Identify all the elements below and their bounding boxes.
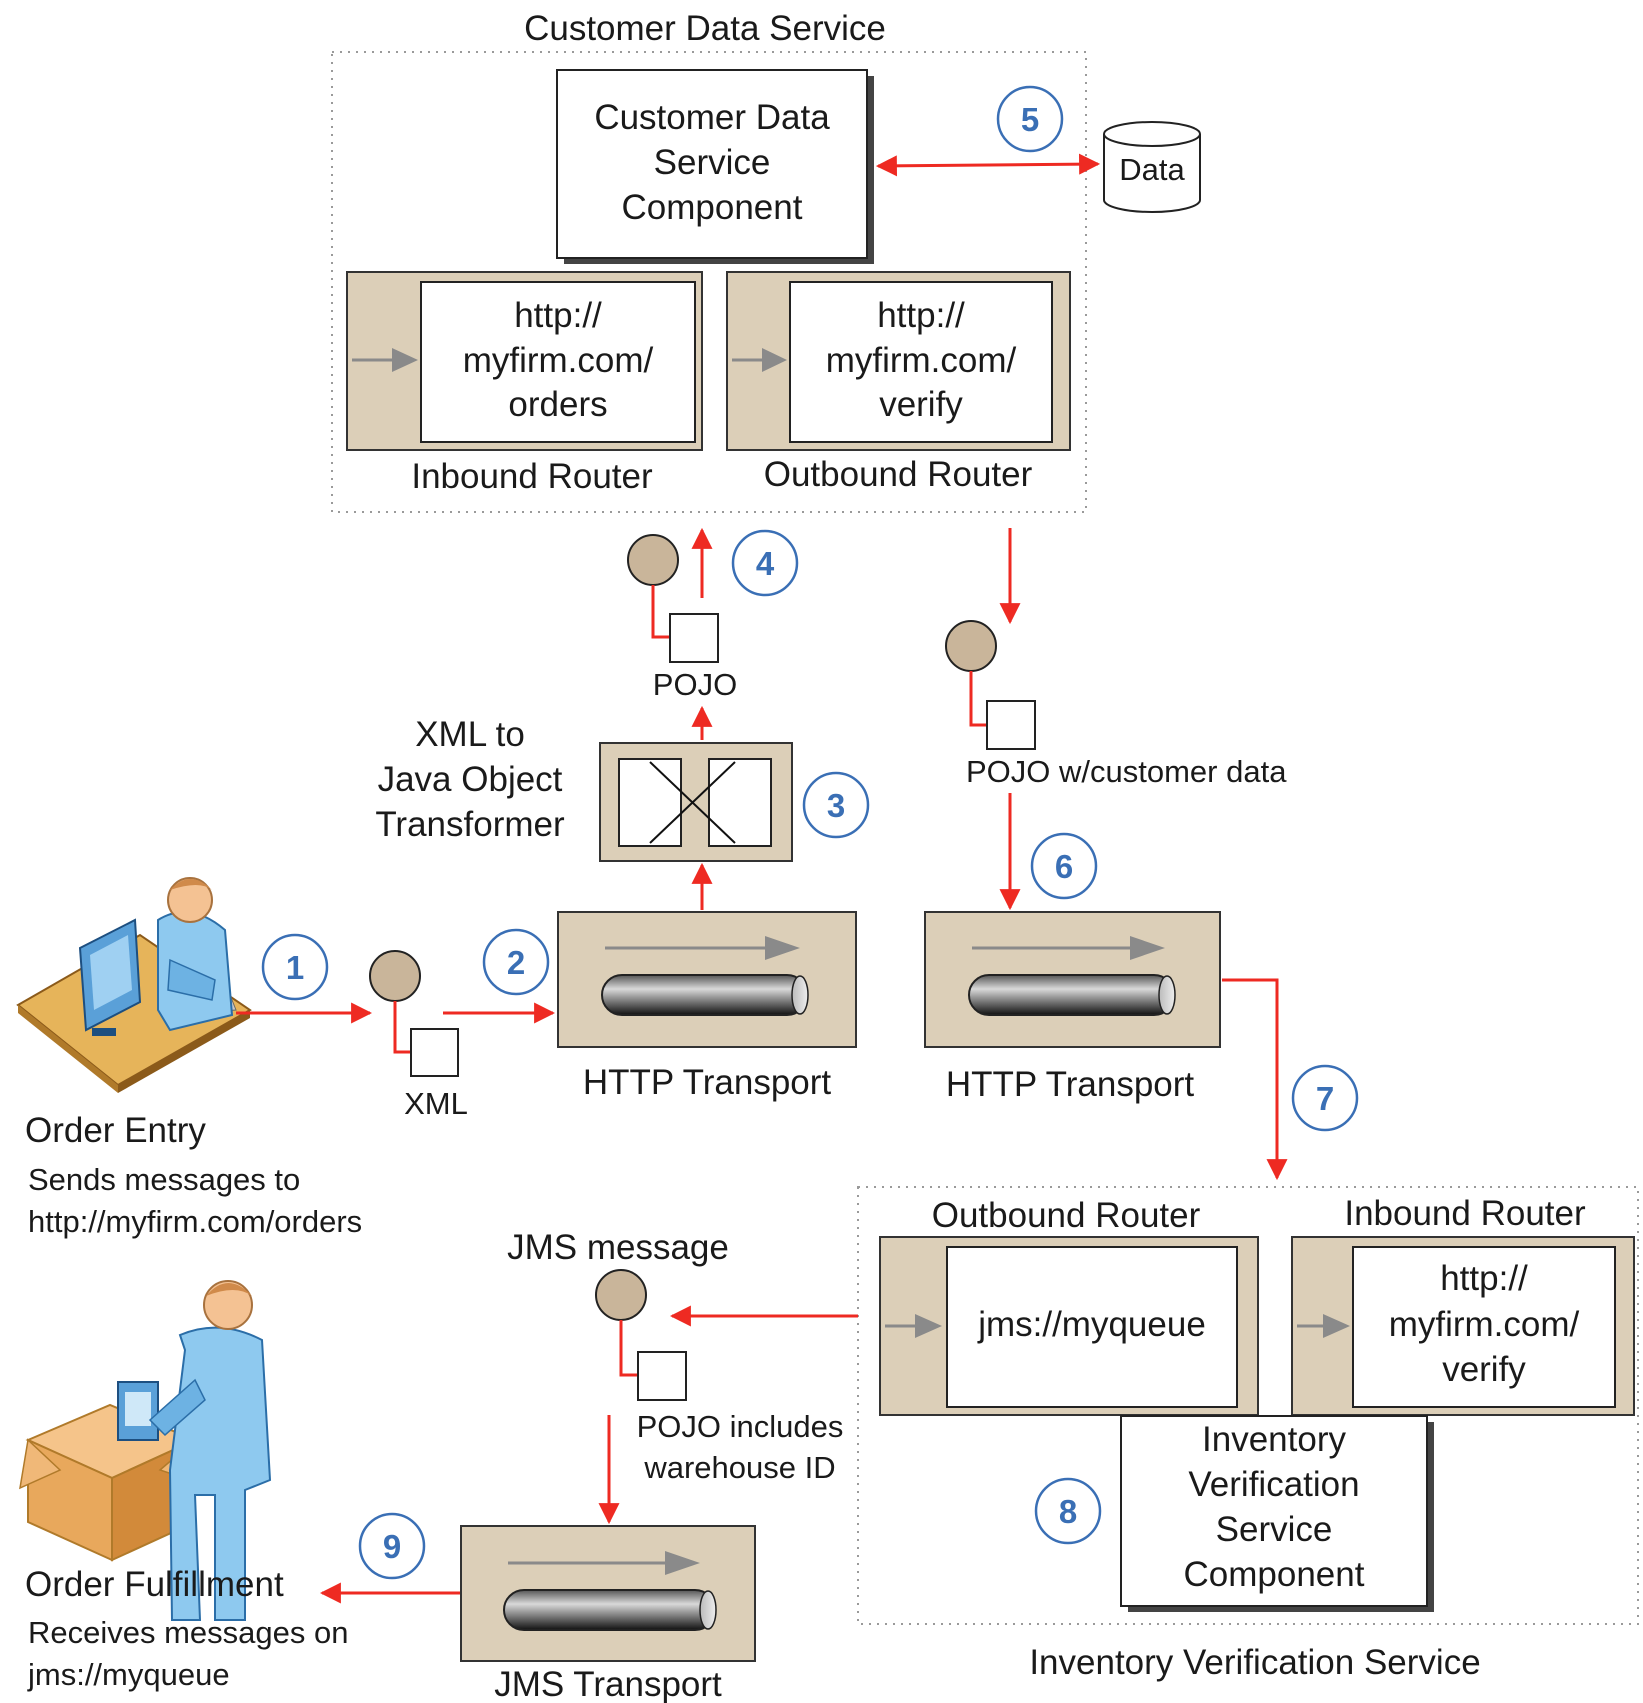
- customer-inbound-url-box: [420, 281, 696, 443]
- inventory-component-line4: Component: [1184, 1555, 1365, 1594]
- customer-outbound-url-line2: myfirm.com/: [826, 341, 1017, 380]
- inventory-inbound-url-line2: myfirm.com/: [1389, 1305, 1580, 1344]
- inventory-inbound-router-label: Inbound Router: [1344, 1194, 1586, 1233]
- datastore-label: Data: [1119, 152, 1185, 187]
- inventory-service-title: Inventory Verification Service: [1029, 1643, 1480, 1682]
- flow-arrow-7: [1222, 978, 1288, 1181]
- inventory-inbound-url-line1: http://: [1440, 1259, 1528, 1298]
- step-badge-1-number: 1: [286, 949, 304, 986]
- transformer-label-line1: XML to: [415, 715, 525, 754]
- step-badge-9-number: 9: [383, 1528, 401, 1565]
- step-badge-8: 8: [1034, 1477, 1102, 1545]
- step-badge-5: 5: [996, 85, 1064, 153]
- inventory-component-line3: Service: [1216, 1510, 1333, 1549]
- transformer-label-line2: Java Object: [378, 760, 563, 799]
- order-fulfillment-person-icon: [19, 1280, 272, 1621]
- jms-message-label: JMS message: [507, 1228, 729, 1267]
- order-fulfillment-desc-line2: jms://myqueue: [27, 1657, 230, 1692]
- customer-outbound-gray-arrowhead: [762, 348, 787, 372]
- jms-message-icon: [595, 1269, 687, 1401]
- step-badge-2-number: 2: [507, 944, 525, 981]
- order-entry-desc-line2: http://myfirm.com/orders: [28, 1204, 362, 1239]
- customer-inbound-url-line3: orders: [508, 385, 607, 424]
- step-badge-8-number: 8: [1059, 1493, 1077, 1530]
- step-badge-3: 3: [802, 771, 870, 839]
- customer-service-boundary: [331, 51, 1087, 513]
- component-datastore-arrow: [875, 153, 1101, 177]
- step-badge-7: 7: [1291, 1064, 1359, 1132]
- http-transport-2: [924, 911, 1221, 1048]
- customer-inbound-gray-arrowhead: [392, 348, 418, 372]
- datastore-icon: Data: [1103, 121, 1201, 213]
- xml-message-icon: [369, 950, 459, 1077]
- step-badge-9: 9: [358, 1512, 426, 1580]
- order-fulfillment-title: Order Fulfillment: [25, 1565, 284, 1604]
- customer-component-box: [556, 69, 868, 259]
- customer-inbound-router-label: Inbound Router: [411, 457, 653, 496]
- step-badge-7-number: 7: [1316, 1080, 1334, 1117]
- jms-transport-label: JMS Transport: [494, 1665, 722, 1703]
- transformer-label-line3: Transformer: [375, 805, 565, 844]
- customer-outbound-url-line1: http://: [877, 296, 965, 335]
- customer-component-line1: Customer Data: [594, 98, 830, 137]
- inventory-verification-service-group: Outbound Router jms://myqueue Inbound Ro…: [857, 1186, 1639, 1625]
- pojo-message-label: POJO: [653, 667, 737, 702]
- step-badge-1: 1: [261, 933, 329, 1001]
- step-badge-5-number: 5: [1021, 101, 1039, 138]
- http-transport-1-label: HTTP Transport: [583, 1063, 832, 1102]
- step-badge-2: 2: [482, 928, 550, 996]
- step-badge-4: 4: [731, 529, 799, 597]
- inventory-inbound-gray-arrowhead: [1323, 1314, 1350, 1338]
- inventory-outbound-gray-arrowhead: [915, 1314, 942, 1338]
- pojo-customer-label: POJO w/customer data: [966, 754, 1287, 789]
- step-badge-6-number: 6: [1055, 848, 1073, 885]
- jms-transport: [460, 1525, 756, 1662]
- step-badge-4-number: 4: [756, 545, 775, 582]
- customer-outbound-router-label: Outbound Router: [764, 455, 1033, 494]
- pojo-warehouse-label-line2: warehouse ID: [643, 1450, 835, 1485]
- inventory-outbound-router-label: Outbound Router: [932, 1196, 1201, 1235]
- order-entry-person-icon: [16, 877, 252, 1093]
- inventory-outbound-url-box: [946, 1246, 1238, 1408]
- http-transport-1: [557, 911, 857, 1048]
- inventory-component-line2: Verification: [1188, 1465, 1359, 1504]
- customer-component-line3: Component: [622, 188, 803, 227]
- customer-data-service-group: Customer Data Service Customer Data Serv…: [331, 9, 1087, 513]
- customer-inbound-url-line2: myfirm.com/: [463, 341, 654, 380]
- http-transport-2-label: HTTP Transport: [946, 1065, 1195, 1104]
- customer-service-title: Customer Data Service: [524, 9, 886, 48]
- inventory-component-line1: Inventory: [1202, 1420, 1346, 1459]
- order-entry-desc-line1: Sends messages to: [28, 1162, 300, 1197]
- xml-message-label: XML: [404, 1086, 468, 1121]
- customer-component-line2: Service: [654, 143, 771, 182]
- order-fulfillment-desc-line1: Receives messages on: [28, 1615, 349, 1650]
- step-badge-6: 6: [1030, 832, 1098, 900]
- customer-inbound-url-line1: http://: [514, 296, 602, 335]
- inventory-component-box: [1120, 1415, 1428, 1607]
- inventory-inbound-url-line3: verify: [1442, 1350, 1526, 1389]
- customer-outbound-url-line3: verify: [879, 385, 963, 424]
- pojo-customer-message-icon: [945, 620, 1036, 750]
- pojo-message-icon: [627, 534, 719, 663]
- pojo-warehouse-label-line1: POJO includes: [637, 1409, 844, 1444]
- inventory-inbound-url-box: [1352, 1246, 1616, 1408]
- step-badge-3-number: 3: [827, 787, 845, 824]
- order-entry-title: Order Entry: [25, 1111, 206, 1150]
- customer-outbound-url-box: [789, 281, 1053, 443]
- inventory-outbound-url: jms://myqueue: [977, 1305, 1206, 1344]
- xml-to-java-transformer: [599, 742, 793, 862]
